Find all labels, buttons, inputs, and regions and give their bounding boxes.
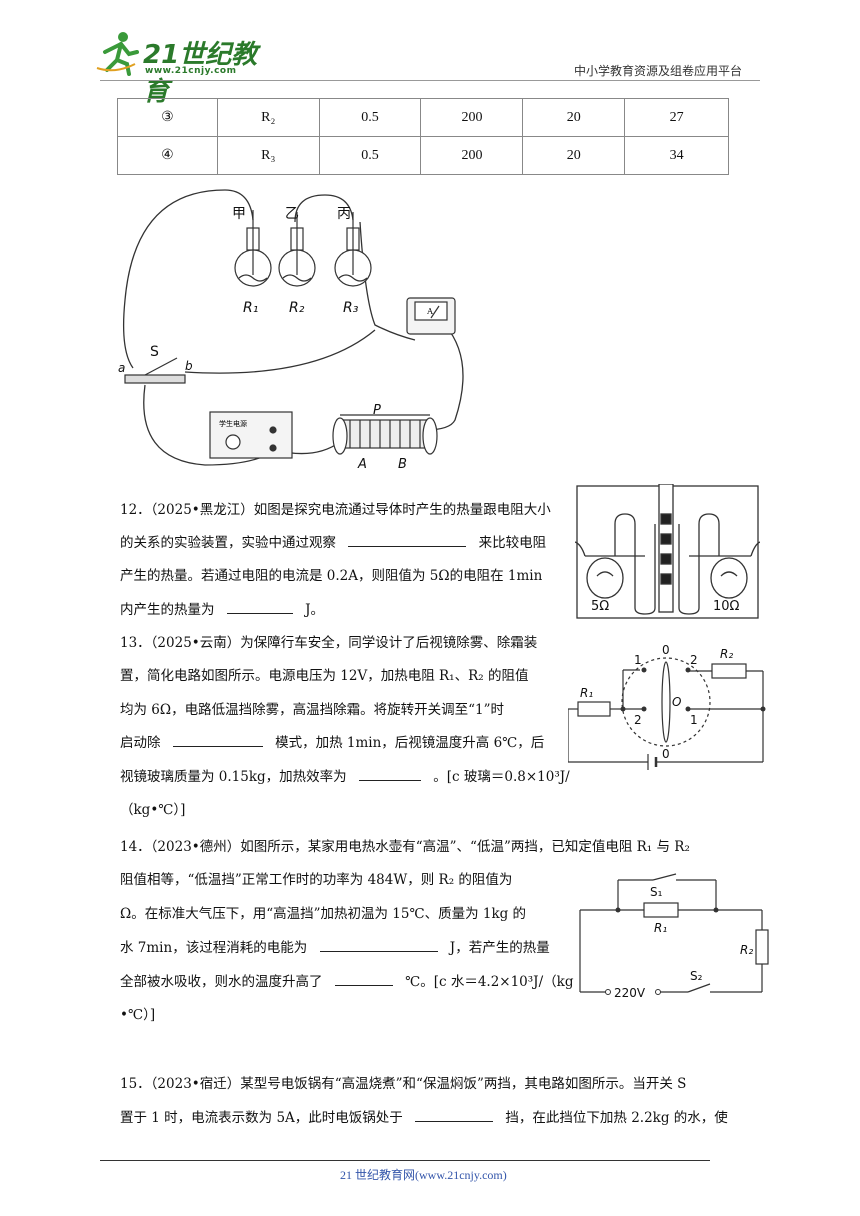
fig13-r1: R₁ (580, 686, 593, 700)
q12-text: 内产生的热量为 (120, 602, 215, 618)
u-tube-figure: 5Ω 10Ω (575, 484, 760, 619)
q13-text: 。[c 玻璃＝0.8×10³J/ (433, 769, 570, 785)
q12-text: 来比较电阻 (478, 535, 547, 551)
logo: 21世纪教育 www.21cnjy.com (95, 30, 265, 107)
rotary-switch-circuit-figure: R₁ R₂ O 0 0 1 1 2 2 (568, 643, 766, 770)
q12-text: 的关系的实验装置，实验中通过观察 (120, 535, 336, 551)
fig14-s1: S₁ (650, 885, 663, 899)
fig14-r1: R₁ (654, 921, 667, 935)
q14-text: 水 7min，该过程消耗的电能为 (120, 940, 308, 956)
fig13-o: O (672, 695, 681, 709)
table-cell: R₃ (216, 136, 320, 175)
q13-text: 模式，加热 1min，后视镜温度升高 6℃，后 (275, 735, 545, 751)
fig12-r-right: 10Ω (713, 599, 740, 614)
fig13-n0-top: 0 (662, 643, 670, 657)
q13-line6: （kg•℃）] (120, 802, 186, 818)
label-r1: R₁ (243, 300, 258, 316)
fig13-n1-bottom: 1 (690, 713, 698, 727)
table-cell: 27 (624, 98, 729, 137)
ammeter-label: A (426, 307, 433, 316)
fig13-r2: R₂ (720, 647, 733, 661)
q13-line3: 均为 6Ω，电路低温挡除雾，高温挡除霜。将旋转开关调至“1”时 (120, 702, 504, 718)
table-cell: 20 (522, 98, 626, 137)
label-a: a (118, 361, 125, 375)
power-supply-label: 学生电源 (219, 419, 247, 428)
fig12-r-left: 5Ω (591, 599, 609, 614)
label-A: A (357, 457, 367, 472)
q15-blank-1[interactable] (415, 1105, 494, 1122)
footer-text: 21 世纪教育网(www.21cnjy.com) (340, 1168, 507, 1182)
header-divider (100, 80, 760, 81)
q13-line4: 启动除 模式，加热 1min，后视镜温度升高 6℃，后 (120, 727, 544, 760)
q14-text: ℃。[c 水＝4.2×10³J/（kg (405, 974, 574, 990)
label-B: B (398, 457, 407, 472)
fig14-voltage: 220V (614, 986, 646, 1000)
q13-line1: 13．（2025•云南）为保障行车安全，同学设计了后视镜除雾、除霜装 (120, 635, 538, 651)
q12-text: J。 (305, 602, 325, 618)
fig14-s2: S₂ (690, 969, 703, 983)
label-jia: 甲 (232, 206, 246, 222)
q12-line2: 的关系的实验装置，实验中通过观察 来比较电阻 (120, 527, 546, 560)
table-cell: ④ (117, 136, 218, 175)
label-r2: R₂ (289, 300, 305, 316)
q15-text: 置于 1 时，电流表示数为 5A，此时电饭锅处于 (120, 1110, 403, 1126)
fig14-r2: R₂ (740, 943, 753, 957)
table-row: ④ R₃ 0.5 200 20 34 (117, 136, 729, 175)
q13-line2: 置，简化电路如图所示。电源电压为 12V，加热电阻 R₁、R₂ 的阻值 (120, 668, 529, 684)
label-p: P (373, 403, 381, 418)
experiment-apparatus-figure: A 学生电源 甲 乙 丙 R₁ R₂ R₃ S a b P A B (118, 189, 464, 472)
q14-line2: 阻值相等，“低温挡”正常工作时的功率为 484W，则 R₂ 的阻值为 (120, 872, 513, 888)
q14-blank-3[interactable] (334, 969, 393, 986)
q12-line4: 内产生的热量为 J。 (120, 594, 324, 627)
table-cell: 34 (624, 136, 729, 175)
q14-line1: 14．（2023•德州）如图所示，某家用电热水壶有“高温”、“低温”两挡，已知定… (120, 839, 690, 855)
label-s: S (150, 344, 159, 360)
q12-line3: 产生的热量。若通过电阻的电流是 0.2A，则阻值为 5Ω的电阻在 1min (120, 568, 543, 584)
q14-line5: 全部被水吸收，则水的温度升高了 ℃。[c 水＝4.2×10³J/（kg (120, 966, 573, 999)
runner-logo-icon (96, 32, 139, 76)
data-table: ③ R₂ 0.5 200 20 27 ④ R₃ 0.5 200 20 34 (117, 98, 729, 175)
q12-blank-1[interactable] (348, 530, 467, 547)
table-cell: 200 (420, 136, 524, 175)
q14-line6: •℃）] (120, 1007, 156, 1023)
q13-text: 视镜玻璃质量为 0.15kg，加热效率为 (120, 769, 347, 785)
q13-text: 启动除 (120, 735, 161, 751)
q15-text: 挡，在此挡位下加热 2.2kg 的水，使 (505, 1110, 728, 1126)
q13-blank-1[interactable] (172, 730, 263, 747)
q12-line1: 12．（2025•黑龙江）如图是探究电流通过导体时产生的热量跟电阻大小 (120, 502, 551, 518)
fig13-n2-top: 2 (690, 653, 698, 667)
table-cell: R₂ (216, 98, 320, 137)
header-platform-text: 中小学教育资源及组卷应用平台 (574, 64, 743, 78)
q15-line2: 置于 1 时，电流表示数为 5A，此时电饭锅处于 挡，在此挡位下加热 2.2kg… (120, 1102, 728, 1135)
fig13-n2-bottom: 2 (634, 713, 642, 727)
q14-blank-2[interactable] (319, 935, 438, 952)
q12-blank-2[interactable] (226, 597, 293, 614)
logo-url-text: www.21cnjy.com (145, 66, 237, 76)
logo-main-text: 21世纪教育 (143, 40, 258, 107)
table-cell: 0.5 (318, 98, 422, 137)
q14-text: 全部被水吸收，则水的温度升高了 (120, 974, 323, 990)
label-yi: 乙 (285, 206, 299, 222)
fig13-n0-bottom: 0 (662, 747, 670, 761)
q15-line1: 15．（2023•宿迁）某型号电饭锅有“高温烧煮”和“保温焖饭”两挡，其电路如图… (120, 1076, 687, 1092)
q14-line3: Ω。在标准大气压下，用“高温挡”加热初温为 15℃、质量为 1kg 的 (120, 906, 527, 922)
label-b: b (185, 359, 193, 373)
label-bing: 丙 (337, 206, 351, 222)
q14-text: J，若产生的热量 (449, 940, 550, 956)
footer-divider (100, 1160, 710, 1161)
table-row: ③ R₂ 0.5 200 20 27 (117, 98, 729, 137)
label-r3: R₃ (343, 300, 359, 316)
q13-line5: 视镜玻璃质量为 0.15kg，加热效率为 。[c 玻璃＝0.8×10³J/ (120, 761, 570, 794)
q14-line4: 水 7min，该过程消耗的电能为 J，若产生的热量 (120, 932, 550, 965)
kettle-circuit-figure: S₁ R₁ R₂ S₂ 220V (579, 873, 769, 1000)
table-cell: 0.5 (318, 136, 422, 175)
q13-blank-2[interactable] (358, 764, 421, 781)
table-cell: 200 (420, 98, 524, 137)
table-cell: 20 (522, 136, 626, 175)
fig13-n1-top: 1 (634, 653, 642, 667)
table-cell: ③ (117, 98, 218, 137)
